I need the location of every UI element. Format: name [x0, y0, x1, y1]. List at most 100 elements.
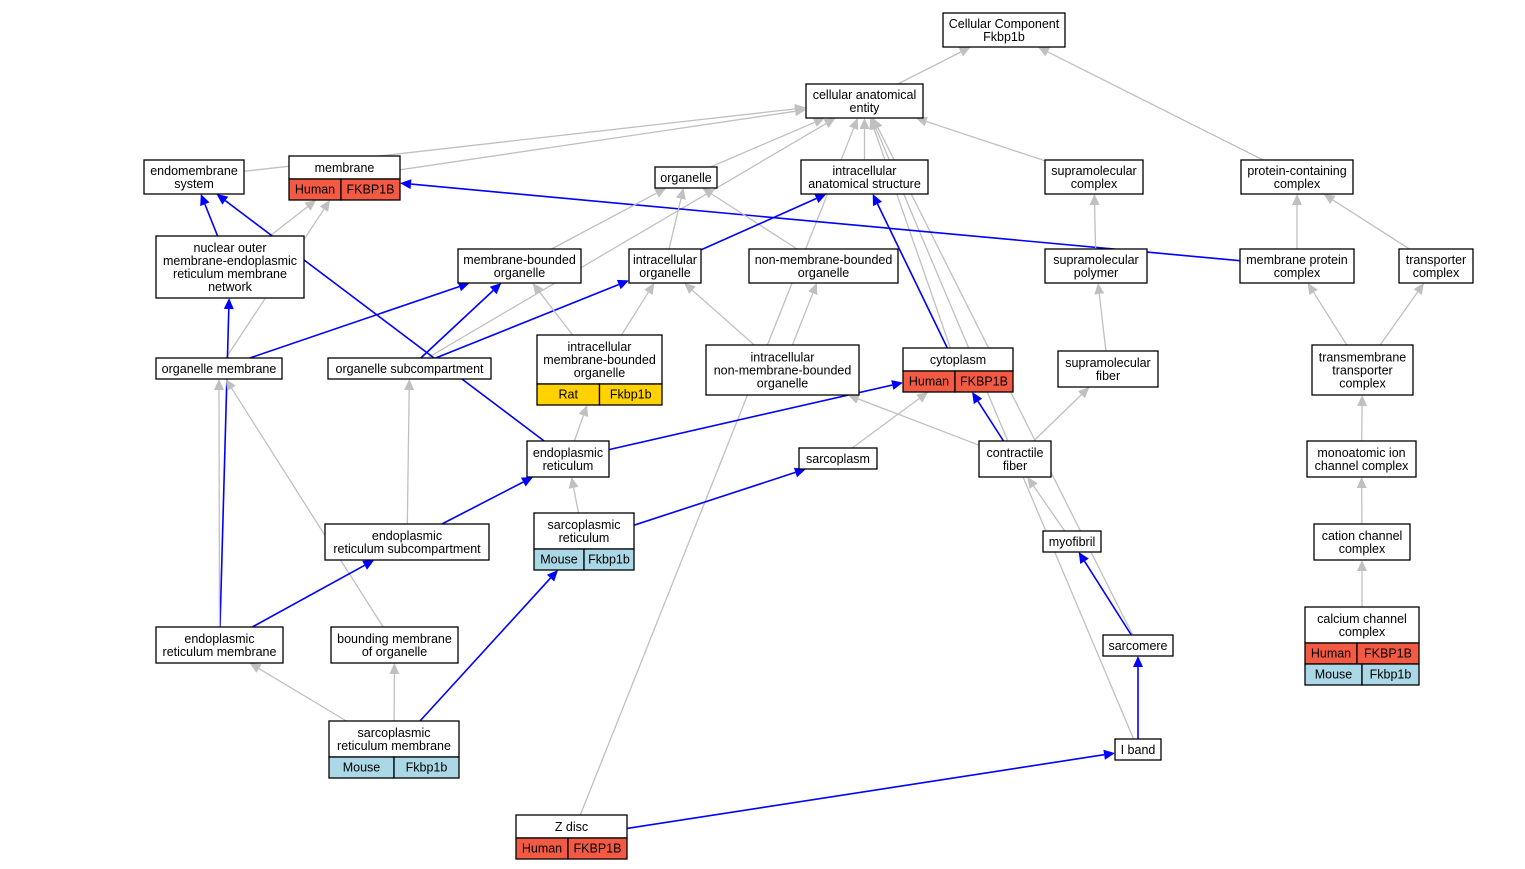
term-label-line: cellular anatomical [813, 88, 917, 102]
edge-smf-to-smp [1094, 283, 1107, 352]
term-label-line: organelle [798, 266, 849, 280]
edge-pcc-to-root [1037, 47, 1264, 161]
term-node-nomer[interactable]: nuclear outermembrane-endoplasmicreticul… [155, 235, 305, 299]
term-box [654, 166, 718, 189]
edge-line [710, 121, 815, 168]
edge-cf-to-cyto [972, 392, 1005, 442]
organism-label: Human [909, 375, 949, 389]
gene-cell [1361, 663, 1420, 686]
term-box [330, 626, 459, 664]
term-node-om[interactable]: organelle membrane [155, 357, 283, 380]
term-node-imbo[interactable]: intracellularmembrane-boundedorganelleRa… [536, 334, 663, 406]
term-box [1313, 523, 1411, 561]
term-label-line: membrane-endoplasmic [163, 254, 297, 268]
term-label-line: fiber [1003, 459, 1027, 473]
edge-nmbo-to-organelle [702, 188, 798, 250]
edge-erm-to-ersub [251, 560, 375, 628]
term-label-line: sarcoplasmic [548, 518, 621, 532]
edge-line [691, 289, 755, 346]
term-node-myofibril[interactable]: myofibril [1042, 530, 1102, 553]
term-node-osub[interactable]: organelle subcompartment [327, 357, 492, 380]
term-node-inmbo[interactable]: intracellularnon-membrane-boundedorganel… [705, 344, 860, 396]
edge-tmtc-to-tc [1379, 283, 1424, 346]
edge-nomer-to-memb [269, 200, 317, 237]
term-label-line: non-membrane-bounded [714, 364, 852, 378]
term-box [942, 12, 1066, 48]
edge-line [427, 123, 827, 359]
edge-inmbo-to-io [684, 283, 755, 346]
edge-sr-to-er [568, 477, 580, 514]
edge-io-to-ias [700, 193, 827, 251]
gene-label: FKBP1B [1364, 647, 1412, 661]
edge-arrowhead [915, 116, 928, 127]
term-box [1239, 248, 1355, 284]
edge-sarcomere-to-myofibril [1078, 552, 1132, 636]
edge-line [435, 283, 620, 359]
edge-er-to-endo [216, 194, 545, 442]
edge-imbo-to-io [620, 283, 655, 336]
term-box [978, 440, 1052, 478]
edge-line [897, 51, 962, 85]
term-node-organelle[interactable]: organelle [654, 166, 718, 189]
term-node-iband[interactable]: I band [1114, 738, 1162, 761]
term-label-line: membrane-bounded [543, 353, 656, 367]
term-label-line: non-membrane-bounded [755, 253, 893, 267]
edge-arrowhead [1027, 477, 1038, 489]
edge-arrowhead [1078, 387, 1090, 399]
edge-mbo-to-organelle [551, 188, 667, 250]
edge-arrowhead [362, 560, 375, 570]
edge-ersub-to-osub [404, 379, 415, 525]
term-label-line: reticulum [543, 459, 594, 473]
edge-line [791, 292, 814, 346]
term-label-line: monoatomic ion [1317, 446, 1405, 460]
edge-iband-to-cae [871, 118, 1135, 740]
term-label-line: cation channel [1322, 529, 1403, 543]
edge-line [231, 387, 384, 628]
term-node-sarcomere[interactable]: sarcomere [1102, 634, 1174, 657]
edge-line [218, 389, 221, 628]
edge-sarcoplasm-to-cyto [851, 392, 929, 449]
edge-cachc-to-ccc [1357, 560, 1367, 607]
term-label-line: endoplasmic [372, 529, 442, 543]
edge-line [1098, 293, 1107, 352]
term-label-line: complex [1274, 177, 1321, 191]
term-label-line: complex [1413, 266, 1460, 280]
term-node-sarcoplasm[interactable]: sarcoplasm [798, 447, 878, 470]
term-label-line: transporter [1406, 253, 1466, 267]
edge-osub-to-io [435, 279, 629, 359]
term-label-line: intracellular [568, 340, 632, 354]
edge-line [711, 193, 798, 250]
gene-cell [340, 178, 401, 201]
term-box [155, 357, 283, 380]
edge-arrowhead [1357, 395, 1368, 407]
edge-line [633, 471, 796, 526]
